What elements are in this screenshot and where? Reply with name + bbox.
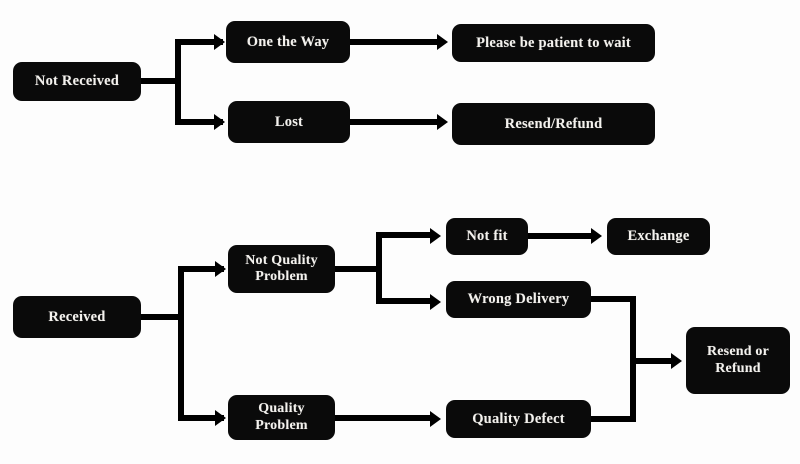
node-not-received[interactable]: Not Received [13,62,141,101]
node-label: Received [48,308,106,325]
edge-second-split-trunk [376,232,382,304]
arrowhead-to-please-wait [437,34,448,50]
node-lost[interactable]: Lost [228,101,350,143]
node-label: Quality Problem [255,401,307,433]
arrowhead-to-resend-refund [437,114,448,130]
arrowhead-to-not-fit [430,228,441,244]
node-label: Wrong Delivery [467,291,570,308]
edge-split-to-not-quality-problem [178,266,224,272]
node-label-line2: Problem [255,417,308,433]
node-not-fit[interactable]: Not fit [446,218,528,255]
arrowhead-to-quality-problem [215,410,226,426]
edge-split-trunk-bottom [178,266,184,418]
arrowhead-to-exchange [591,228,602,244]
edge-split-to-lost [175,119,223,125]
arrowhead-to-quality-defect [430,411,441,427]
edge-received-to-split [140,314,184,320]
arrowhead-to-wrong-delivery [430,294,441,310]
node-wrong-delivery[interactable]: Wrong Delivery [446,281,591,318]
edge-not-received-to-split [140,78,181,84]
node-label: Lost [274,113,304,130]
node-label: Not Quality Problem [245,253,318,285]
node-label-line1: Not Quality [245,252,318,268]
node-label: Not fit [466,228,508,245]
node-exchange[interactable]: Exchange [607,218,710,255]
node-please-be-patient-to-wait[interactable]: Please be patient to wait [452,24,655,62]
edge-wrong-delivery-to-merge [591,296,636,302]
edge-lost-to-resend-refund [350,119,442,125]
edge-split-to-not-fit [376,232,434,238]
node-not-quality-problem[interactable]: Not Quality Problem [228,245,335,293]
node-label: Please be patient to wait [476,34,631,51]
node-label: One the Way [246,33,330,50]
node-label: Not Received [34,73,120,90]
edge-split-trunk-top [175,39,181,125]
edge-one-the-way-to-please-wait [350,39,442,45]
arrowhead-to-lost [214,114,225,130]
node-received[interactable]: Received [13,296,141,338]
node-label-line2: Refund [715,360,761,376]
edge-split-to-wrong-delivery [376,298,434,304]
edge-quality-defect-to-merge [591,416,636,422]
node-label-line1: Quality [258,401,305,417]
node-label: Resend or Refund [707,344,769,376]
node-label-line1: Resend or [706,344,770,360]
edge-split-to-one-the-way [175,39,223,45]
edge-split-to-quality-problem [178,415,224,421]
edge-not-fit-to-exchange [528,233,594,239]
node-quality-problem[interactable]: Quality Problem [228,395,335,440]
node-label: Quality Defect [472,410,565,427]
arrowhead-to-not-quality-problem [215,261,226,277]
node-one-the-way[interactable]: One the Way [226,21,350,63]
edge-quality-problem-to-quality-defect [335,415,435,421]
edge-merge-to-resend-or-refund [630,358,676,364]
arrowhead-to-one-the-way [214,34,225,50]
arrowhead-to-resend-or-refund [671,353,682,369]
node-label: Resend/Refund [504,115,603,132]
node-label-line2: Problem [255,269,308,284]
node-label: Exchange [627,228,690,245]
node-resend-or-refund[interactable]: Resend or Refund [686,327,790,394]
edge-not-quality-problem-to-split [335,266,382,272]
node-quality-defect[interactable]: Quality Defect [446,400,591,438]
node-resend-refund[interactable]: Resend/Refund [452,103,655,145]
